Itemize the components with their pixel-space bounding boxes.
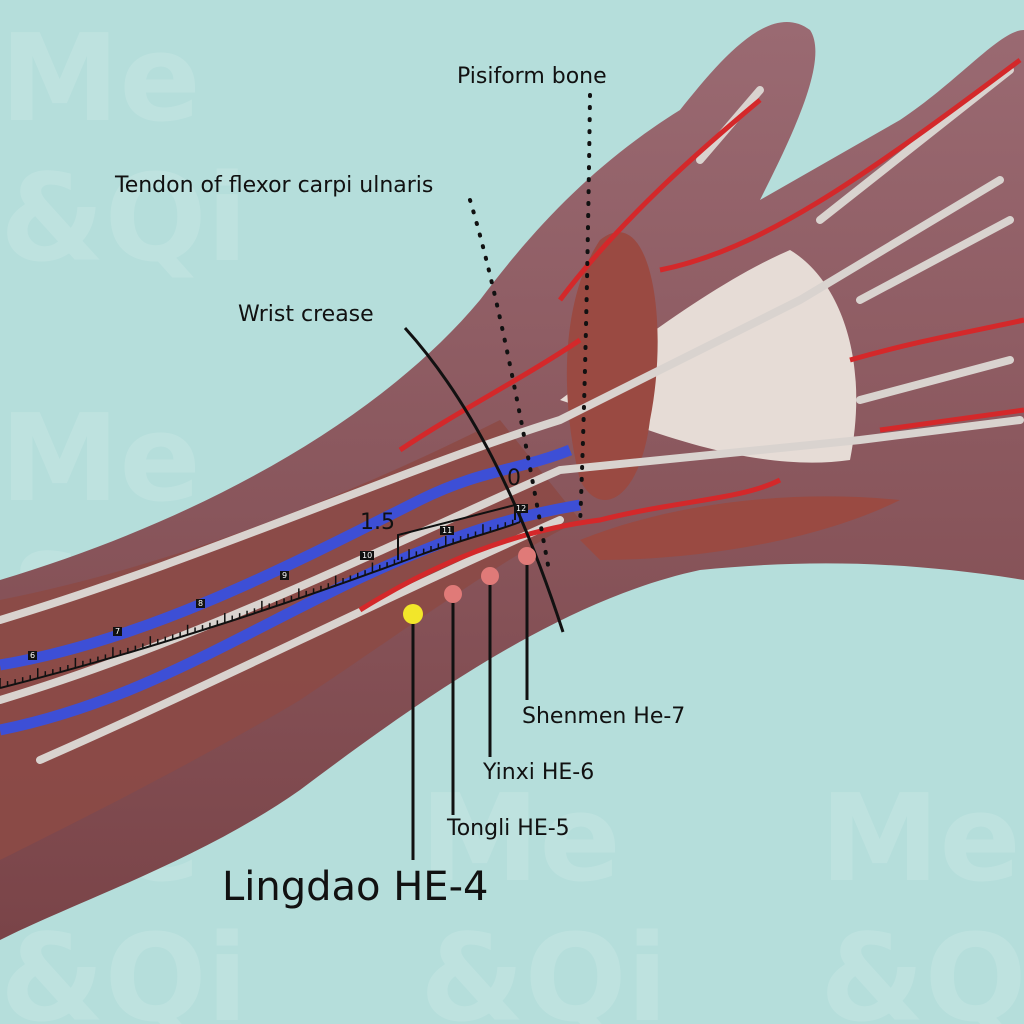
ruler-tick-label: 6 [28,651,38,660]
svg-text:Me: Me [820,770,1021,909]
svg-text:&Qi: &Qi [820,910,1024,1024]
pisiform-label: Pisiform bone [457,64,607,89]
arteries [358,57,1024,613]
point-leaders [411,562,529,860]
svg-text:&Qi: &Qi [0,150,248,289]
svg-text:Me: Me [0,390,201,529]
veins [0,444,581,736]
svg-text:Me: Me [0,10,201,149]
point-tongli [444,585,462,603]
svg-text:&Qi: &Qi [420,910,668,1024]
ruler-zero: 0 [507,466,521,491]
svg-text:&Qi: &Qi [0,910,248,1024]
pisiform-pointer [578,93,592,527]
ruler-tick-label: 12 [514,504,529,513]
point-lingdao [403,604,423,624]
tendon-label: Tendon of flexor carpi ulnaris [115,173,434,198]
tendon-pointer [468,198,550,567]
ruler-tick-label: 11 [440,526,455,535]
distance-label: 1.5 [360,510,395,535]
muscle-lower [580,496,900,560]
shenmen-label: Shenmen He-7 [522,704,686,729]
tongli-label: Tongli HE-5 [447,816,570,841]
lingdao-label: Lingdao HE-4 [222,864,489,910]
ruler-tick-label: 10 [360,551,375,560]
ruler-tick-label: 7 [113,627,123,636]
yinxi-label: Yinxi HE-6 [483,760,595,785]
tendons [0,66,1024,764]
ruler-line [0,521,521,689]
point-yinxi [481,567,499,585]
ruler-tick-label: 9 [280,571,290,580]
wrist-crease-line [403,326,565,633]
hypothenar-muscle [566,232,658,500]
ruler-tick-label: 8 [196,599,206,608]
point-shenmen [518,547,536,565]
ruler-ticks [0,512,521,688]
wrist-crease-label: Wrist crease [238,302,374,327]
